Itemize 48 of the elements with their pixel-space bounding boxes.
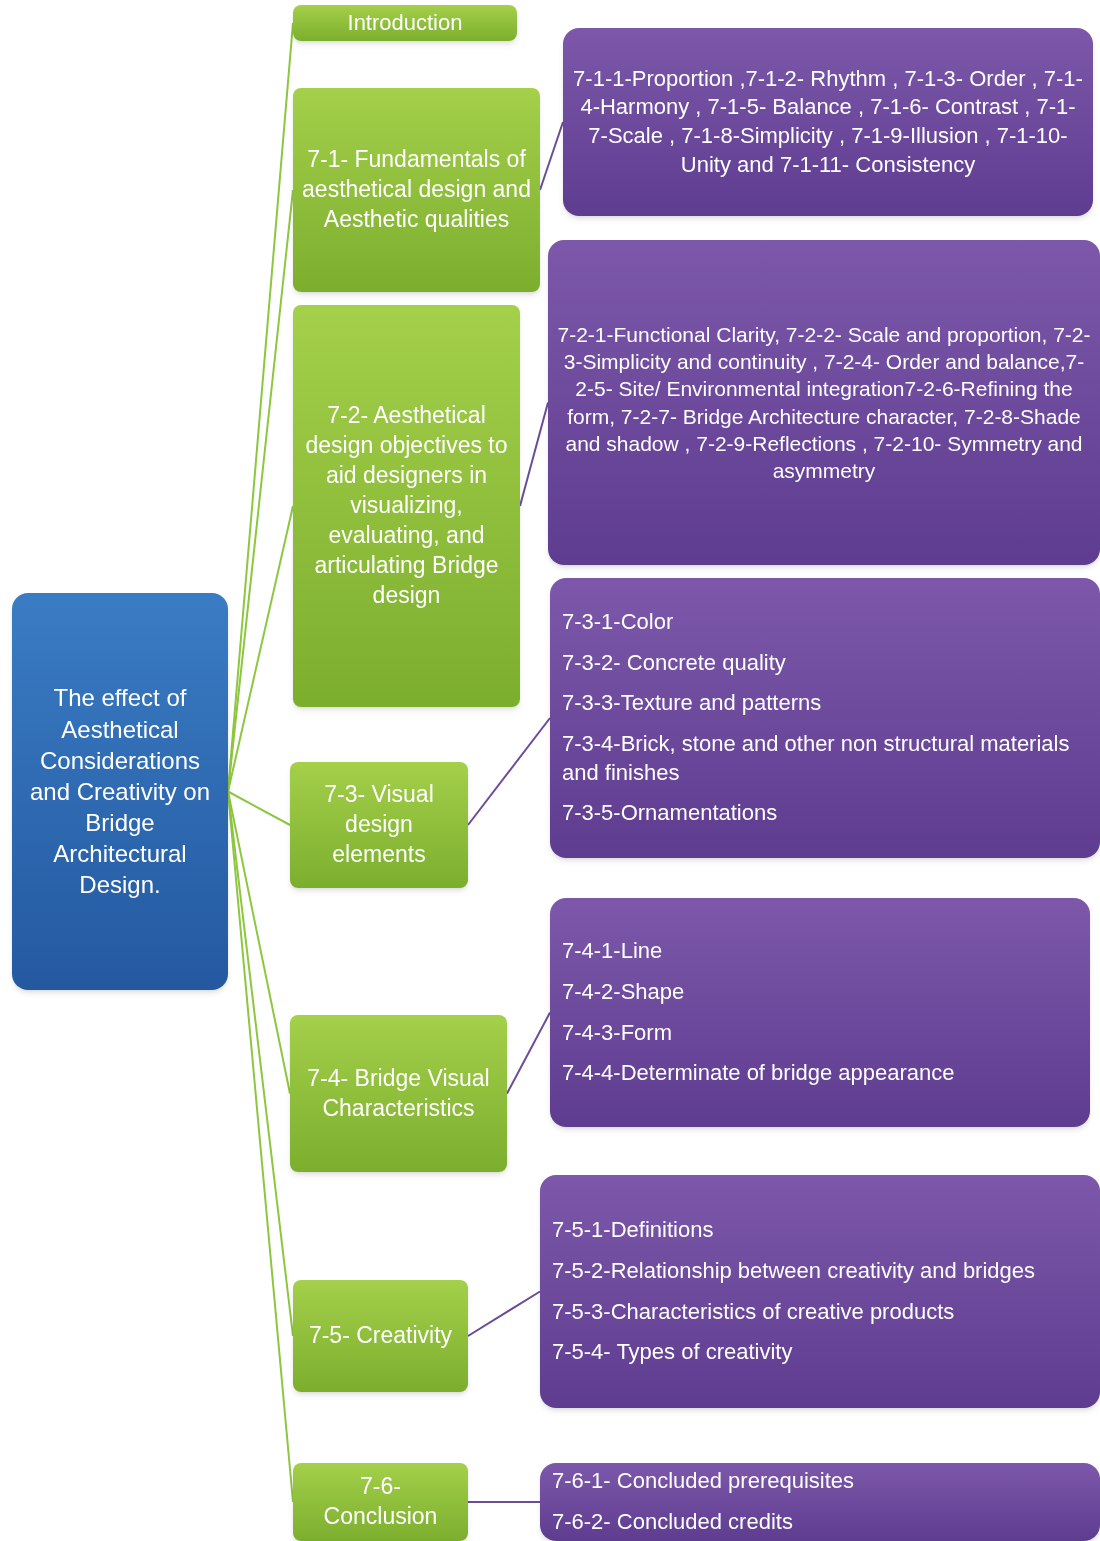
topic-text: Introduction xyxy=(347,8,463,37)
root-topic-box xyxy=(12,593,228,990)
subtopic-text: 7-4-1-Line xyxy=(562,937,664,966)
section-box xyxy=(293,5,517,41)
subtopics-box xyxy=(548,240,1100,565)
topic-text: 7-3- Visual design elements xyxy=(323,780,435,869)
topic-text: 7-1- Fundamentals of aesthetical design and Aesthetic qualities xyxy=(301,145,532,234)
subtopic-text: 7-4-4-Determinate of bridge appearance xyxy=(562,1059,956,1088)
section-box xyxy=(293,1463,468,1541)
section-box xyxy=(293,88,540,292)
subtopic-text: 7-4-2-Shape xyxy=(562,977,686,1006)
connector-line xyxy=(227,790,291,826)
connector-line xyxy=(467,717,551,826)
topic-text: 7-5- Creativity xyxy=(308,1321,453,1351)
section-box xyxy=(293,1280,468,1392)
subtopics-box xyxy=(540,1463,1100,1541)
section-box xyxy=(290,1015,507,1172)
connector-line xyxy=(467,1290,541,1337)
topic-text: 7-4- Bridge Visual Characteristics xyxy=(306,1063,491,1123)
connector-line xyxy=(467,1501,541,1503)
topic-text: The effect of Aesthetical Considerations and Creativity on Bridge Architectural Design. xyxy=(28,683,212,901)
subtopic-text: 7-6-1- Concluded prerequisites xyxy=(552,1467,856,1496)
connector-line xyxy=(539,121,564,191)
subtopic-text: 7-6-2- Concluded credits xyxy=(552,1508,794,1536)
subtopic-text: 7-3-2- Concrete quality xyxy=(562,648,787,677)
subtopics-box xyxy=(550,898,1090,1127)
connector-line xyxy=(227,505,294,793)
connector-line xyxy=(506,1011,551,1095)
subtopic-text: 7-5-1-Definitions xyxy=(552,1216,715,1245)
subtopics-box xyxy=(563,28,1093,216)
topic-text: 7-2-1-Functional Clarity, 7-2-2- Scale and proportion, 7-2-3-Simplicity and continuity , 7-2-4- Order and balance,7-2-5- Site/ Environmental integration7-2-6-Refining the form, 7-2-7- Bridge Architecture character, 7-2-8-Shade and shadow , 7-2-9-Reflections , 7-2-10- Symmetry and asymmetry xyxy=(556,321,1092,485)
connector-line xyxy=(227,790,294,1503)
topic-text: 7-6- Conclusion xyxy=(322,1472,439,1531)
subtopics-box xyxy=(540,1175,1100,1408)
subtopics-box xyxy=(550,578,1100,858)
subtopic-text: 7-4-3-Form xyxy=(562,1018,673,1047)
topic-text: 7-2- Aesthetical design objectives to aid designers in visualizing, evaluating, and articulating Bridge design xyxy=(304,401,509,610)
section-box xyxy=(293,305,520,707)
subtopic-text: 7-5-3-Characteristics of creative products xyxy=(552,1297,956,1326)
topic-text: 7-1-1-Proportion ,7-1-2- Rhythm , 7-1-3- Order , 7-1-4-Harmony , 7-1-5- Balance , 7-1-6- Contrast , 7-1-7-Scale , 7-1-8-Simplicity , 7-1-9-Illusion , 7-1-10- Unity and 7-1-11- Consistency xyxy=(572,64,1084,179)
section-box xyxy=(290,762,468,888)
subtopic-text: 7-3-3-Texture and patterns xyxy=(562,689,823,718)
subtopic-text: 7-3-5-Ornamentations xyxy=(562,799,779,828)
connector-line xyxy=(519,401,549,507)
subtopic-text: 7-3-1-Color xyxy=(562,608,675,637)
subtopic-text: 7-5-4- Types of creativity xyxy=(552,1338,794,1367)
subtopic-text: 7-3-4-Brick, stone and other non structural materials and finishes xyxy=(562,730,1071,787)
subtopic-text: 7-5-2-Relationship between creativity and bridges xyxy=(552,1256,1037,1285)
